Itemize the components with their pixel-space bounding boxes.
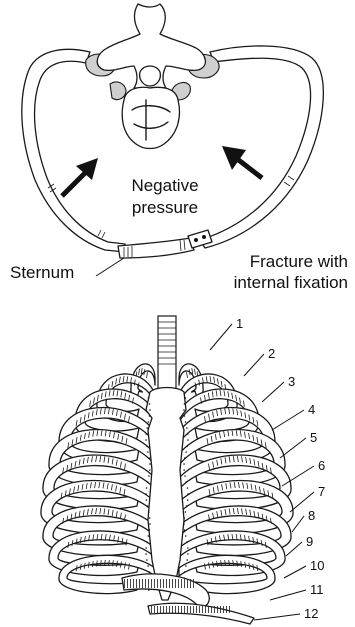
screw-icon — [202, 235, 206, 239]
sternum-section — [118, 238, 194, 258]
rib-12-leader — [254, 614, 300, 620]
spinal-canal — [140, 66, 161, 86]
sternum-leader — [96, 258, 124, 276]
rib-number-5: 5 — [310, 430, 317, 445]
rib-number-4: 4 — [308, 402, 315, 417]
rib-1-leader — [210, 324, 232, 350]
right-arrow-icon — [222, 146, 262, 178]
fracture-label-line1: Fracture with — [250, 252, 348, 271]
rib-number-3: 3 — [288, 374, 295, 389]
transverse-section: Negative pressure Sternum Fracture with … — [10, 4, 348, 292]
sternum-label: Sternum — [10, 263, 74, 282]
rib-8-leader — [292, 516, 304, 532]
rib-11-leader — [270, 590, 306, 600]
rib-5-leader — [280, 438, 306, 458]
rib-number-9: 9 — [306, 534, 313, 549]
rib-number-12: 12 — [304, 606, 318, 621]
right-rib-ring — [200, 46, 323, 248]
left-transverse-joint — [110, 82, 126, 100]
rib-2-leader — [244, 354, 264, 376]
left-rib-ring — [22, 49, 125, 252]
rib-9-leader — [286, 542, 302, 556]
rib-number-2: 2 — [268, 346, 275, 361]
trachea — [158, 316, 176, 398]
pressure-label-line2: pressure — [132, 198, 198, 217]
rib-number-6: 6 — [318, 458, 325, 473]
rib-4-leader — [272, 410, 304, 430]
rib-number-1: 1 — [236, 316, 243, 331]
rib-number-11: 11 — [310, 582, 324, 597]
rib-number-10: 10 — [310, 558, 324, 573]
rib-number-8: 8 — [308, 508, 315, 523]
rib-10-leader — [284, 566, 306, 578]
floating-ribs — [122, 574, 254, 624]
screw-icon — [194, 238, 198, 242]
vertebral-body — [122, 87, 179, 148]
left-arrow-icon — [62, 158, 98, 196]
fracture-label-line2: internal fixation — [234, 273, 348, 292]
rib-number-7: 7 — [318, 484, 325, 499]
rib-3-leader — [262, 382, 284, 402]
pressure-label-line1: Negative — [131, 176, 198, 195]
